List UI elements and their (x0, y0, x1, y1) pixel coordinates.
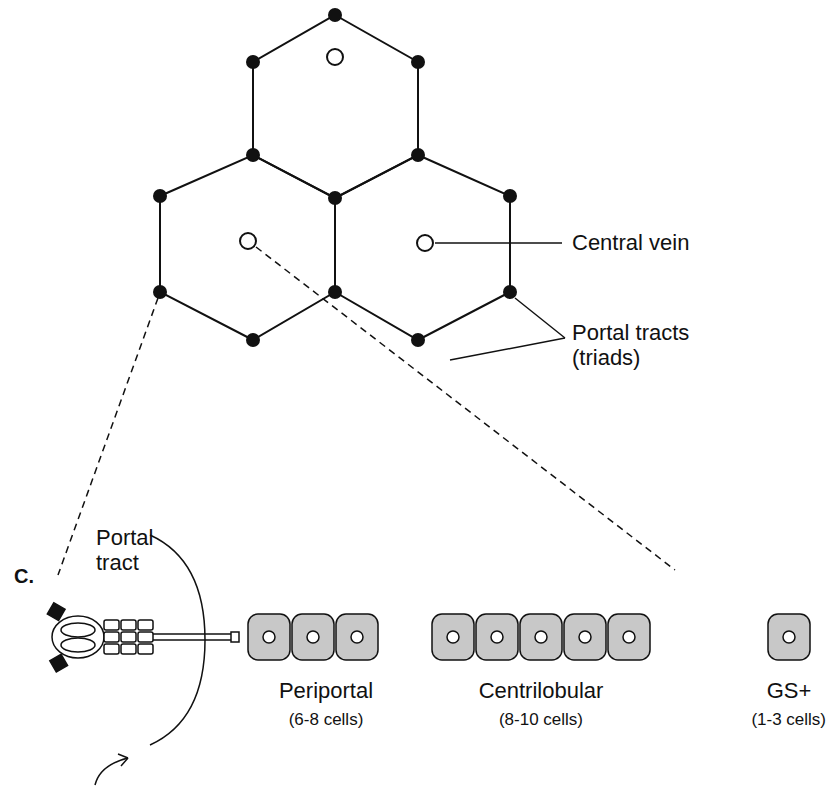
hepatocyte (476, 614, 518, 660)
cell-count: (1-3 cells) (751, 710, 826, 730)
hepatocyte (608, 614, 650, 660)
nucleus (783, 631, 795, 643)
cell-count: (8-10 cells) (499, 710, 583, 730)
lobule-hexagon (160, 155, 335, 340)
nucleus (447, 631, 459, 643)
hepatocyte (520, 614, 562, 660)
portal-tract-dots (153, 8, 517, 347)
zoom-lines (58, 247, 675, 575)
hepatocyte (432, 614, 474, 660)
portal-tract-drawing (47, 535, 239, 785)
lobule-hexagon (335, 155, 510, 340)
hepatocyte (292, 614, 334, 660)
nucleus (351, 631, 363, 643)
panel-letter: C. (14, 565, 34, 588)
central-vein-circles (240, 49, 433, 251)
triad-label: Portal tracts (triads) (572, 320, 702, 371)
vein-label: Central vein (572, 230, 689, 255)
cell-count: (6-8 cells) (289, 710, 364, 730)
lobule-hexagon (253, 15, 418, 198)
zone-label: Periportal (279, 678, 373, 703)
hepatocyte (248, 614, 290, 660)
zone-label: GS+ (767, 678, 812, 703)
hepatocyte (336, 614, 378, 660)
hepatocytes (248, 614, 810, 660)
nucleus (623, 631, 635, 643)
nucleus (307, 631, 319, 643)
nucleus (491, 631, 503, 643)
zone-label: Centrilobular (479, 678, 604, 703)
nucleus (263, 631, 275, 643)
hepatocyte (768, 614, 810, 660)
portal-label: Portal tract (96, 525, 156, 576)
hepatocyte (564, 614, 606, 660)
nucleus (535, 631, 547, 643)
nucleus (579, 631, 591, 643)
leader-lines (435, 243, 565, 360)
